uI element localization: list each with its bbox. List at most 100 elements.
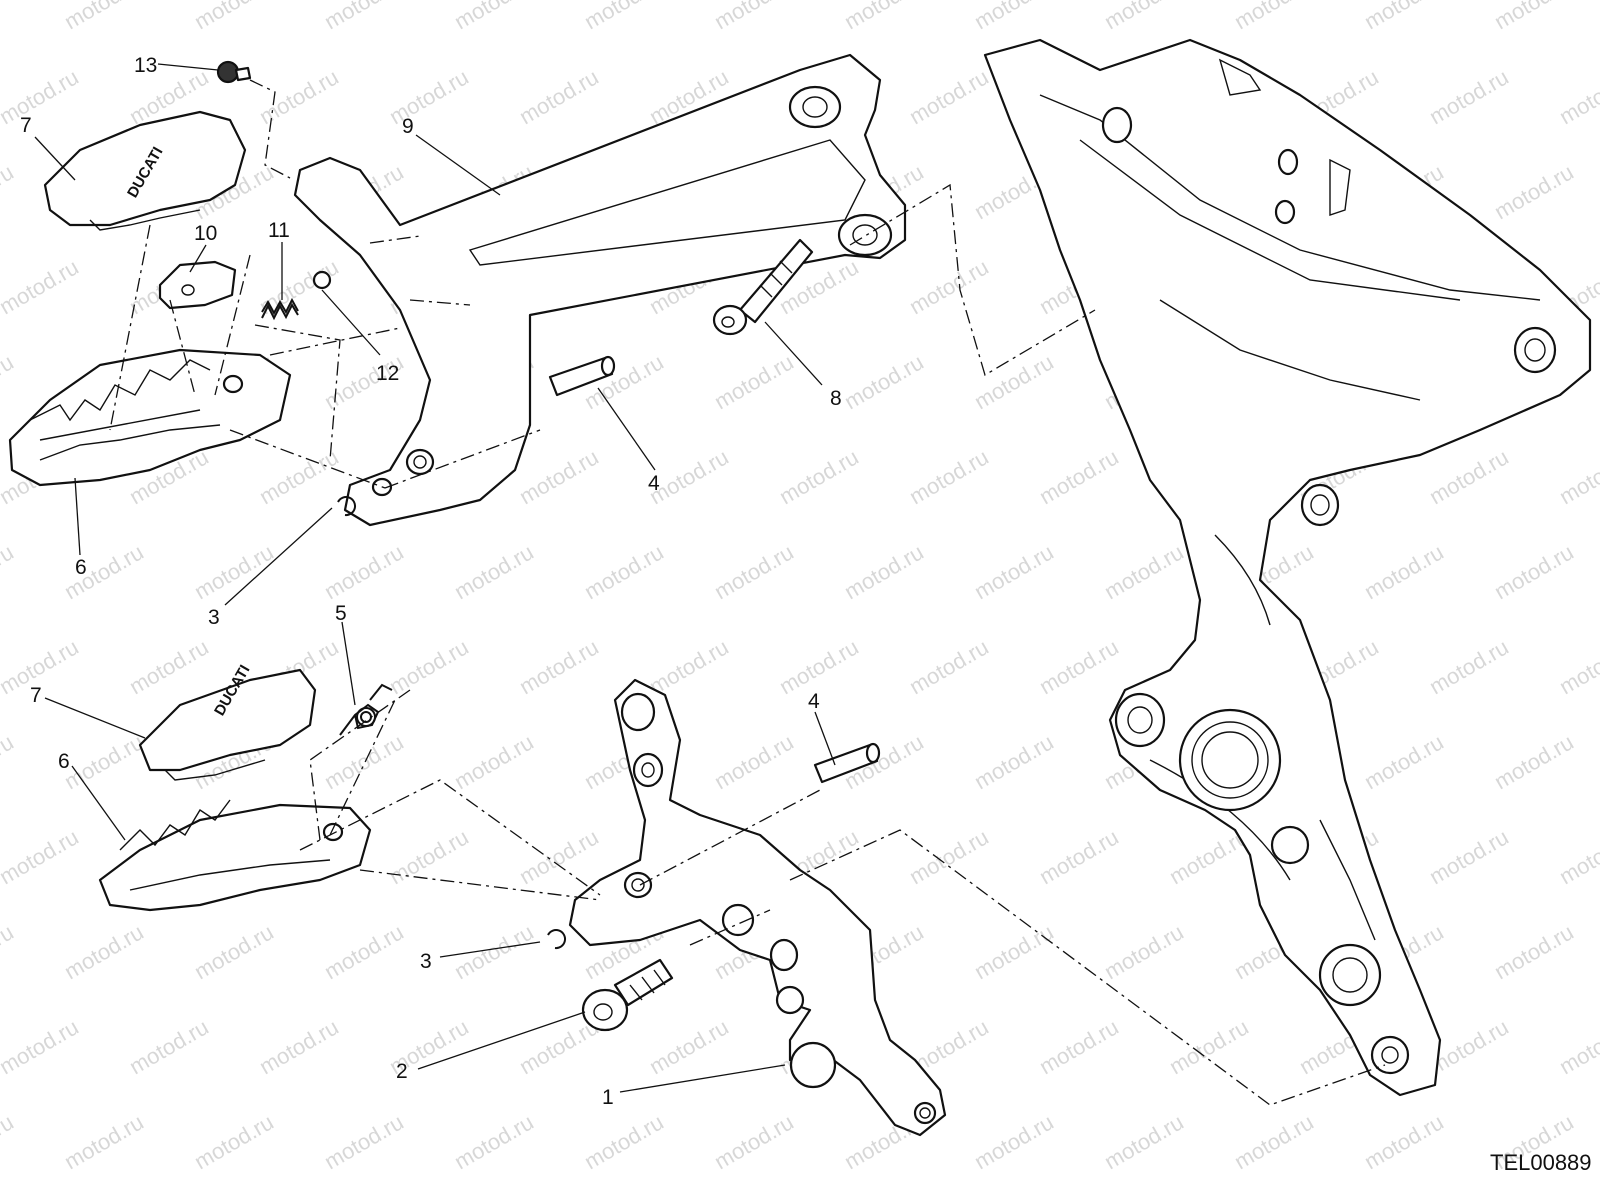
- watermark-text: motod.ru: [970, 349, 1058, 414]
- watermark-text: motod.ru: [970, 919, 1058, 984]
- watermark-text: motod.ru: [1555, 1014, 1600, 1079]
- watermark-text: motod.ru: [905, 824, 993, 889]
- watermark-text: motod.ru: [320, 1109, 408, 1174]
- watermark-text: motod.ru: [1360, 1109, 1448, 1174]
- callout-8: 8: [830, 387, 842, 410]
- watermark-text: motod.ru: [190, 919, 278, 984]
- watermark-text: motod.ru: [515, 824, 603, 889]
- watermark-text: motod.ru: [190, 0, 278, 34]
- watermark-text: motod.ru: [580, 1109, 668, 1174]
- watermark-text: motod.ru: [515, 64, 603, 129]
- watermark-text: motod.ru: [0, 64, 83, 129]
- watermark-text: motod.ru: [0, 0, 18, 34]
- watermark-text: motod.ru: [1490, 0, 1578, 34]
- watermark-text: motod.ru: [60, 729, 148, 794]
- pin-4-lower: [813, 742, 881, 784]
- watermark-text: motod.ru: [60, 1109, 148, 1174]
- watermark-text: motod.ru: [970, 539, 1058, 604]
- rear-footrest-bracket-9: [293, 53, 907, 527]
- leader-lines: [34, 63, 836, 1093]
- watermark-text: motod.ru: [0, 159, 18, 224]
- watermark-text: motod.ru: [1100, 1109, 1188, 1174]
- watermark-text: motod.ru: [60, 0, 148, 34]
- watermark-text: motod.ru: [1100, 0, 1188, 34]
- callout-13: 13: [134, 54, 157, 77]
- watermark-text: motod.ru: [385, 634, 473, 699]
- watermark-text: motod.ru: [580, 0, 668, 34]
- watermark-text: motod.ru: [1555, 64, 1600, 129]
- callout-10: 10: [194, 222, 217, 245]
- callout-6-lower: 6: [58, 750, 70, 773]
- front-footrest-bracket-1: [568, 678, 947, 1137]
- watermark-text: motod.ru: [970, 729, 1058, 794]
- callout-7-upper: 7: [20, 114, 32, 137]
- watermark-text: motod.ru: [1165, 1014, 1253, 1079]
- watermark-text: motod.ru: [0, 919, 18, 984]
- watermark-text: motod.ru: [970, 1109, 1058, 1174]
- callout-5: 5: [335, 602, 347, 625]
- watermark-text: motod.ru: [1490, 539, 1578, 604]
- watermark-text: motod.ru: [320, 539, 408, 604]
- watermark-text: motod.ru: [1490, 919, 1578, 984]
- watermark-text: motod.ru: [60, 919, 148, 984]
- watermark-text: motod.ru: [0, 539, 18, 604]
- watermark-text: motod.ru: [255, 64, 343, 129]
- lower-footpeg-assembly: DUCATI: [98, 662, 372, 912]
- assembly-lines: [109, 79, 1386, 1106]
- watermark-text: motod.ru: [0, 1109, 18, 1174]
- watermark-text: motod.ru: [1035, 1014, 1123, 1079]
- bolt-2: [581, 958, 674, 1032]
- watermark-text: motod.ru: [905, 444, 993, 509]
- watermark-text: motod.ru: [905, 254, 993, 319]
- watermark-text: motod.ru: [255, 1014, 343, 1079]
- watermark-text: motod.ru: [710, 349, 798, 414]
- watermark-text: motod.ru: [840, 539, 928, 604]
- watermark-text: motod.ru: [1035, 444, 1123, 509]
- pin-4-upper: [548, 355, 616, 397]
- watermark-text: motod.ru: [190, 1109, 278, 1174]
- watermark-text: motod.ru: [515, 444, 603, 509]
- watermark-text: motod.ru: [60, 539, 148, 604]
- watermark-text: motod.ru: [385, 64, 473, 129]
- watermark-text: motod.ru: [0, 729, 18, 794]
- watermark-text: motod.ru: [1425, 634, 1513, 699]
- callout-2: 2: [396, 1060, 408, 1083]
- bolt-8: [712, 238, 814, 336]
- watermark-text: motod.ru: [385, 824, 473, 889]
- callout-3-upper: 3: [208, 606, 220, 629]
- clip-3-lower: [547, 929, 567, 950]
- watermark-text: motod.ru: [905, 634, 993, 699]
- callout-4-lower: 4: [808, 690, 820, 713]
- watermark-text: motod.ru: [1230, 0, 1318, 34]
- clip-3-upper: [337, 496, 357, 517]
- drawing-reference-code: TEL00889: [1490, 1150, 1592, 1175]
- callout-7-lower: 7: [30, 684, 42, 707]
- watermark-text: motod.ru: [0, 824, 83, 889]
- plate-10: [158, 260, 237, 310]
- watermark-text: motod.ru: [710, 539, 798, 604]
- callout-3-lower: 3: [420, 950, 432, 973]
- watermark-text: motod.ru: [1425, 444, 1513, 509]
- ball-12: [312, 270, 332, 290]
- watermark-text: motod.ru: [970, 0, 1058, 34]
- watermark-text: motod.ru: [1100, 919, 1188, 984]
- watermark-text: motod.ru: [320, 729, 408, 794]
- watermark-text: motod.ru: [320, 0, 408, 34]
- watermark-text: motod.ru: [1490, 159, 1578, 224]
- callout-6-upper: 6: [75, 556, 87, 579]
- watermark-text: motod.ru: [0, 254, 83, 319]
- watermark-text: motod.ru: [255, 254, 343, 319]
- watermark-text: motod.ru: [450, 539, 538, 604]
- watermark-text: motod.ru: [125, 634, 213, 699]
- watermark-text: motod.ru: [710, 0, 798, 34]
- watermark-text: motod.ru: [190, 539, 278, 604]
- watermark-text: motod.ru: [320, 919, 408, 984]
- watermark-text: motod.ru: [905, 64, 993, 129]
- watermark-text: motod.ru: [645, 634, 733, 699]
- watermark-text: motod.ru: [1555, 824, 1600, 889]
- screw-13: [216, 60, 252, 84]
- watermark-text: motod.ru: [1100, 539, 1188, 604]
- watermark-text: motod.ru: [1035, 824, 1123, 889]
- watermark-text: motod.ru: [0, 1014, 83, 1079]
